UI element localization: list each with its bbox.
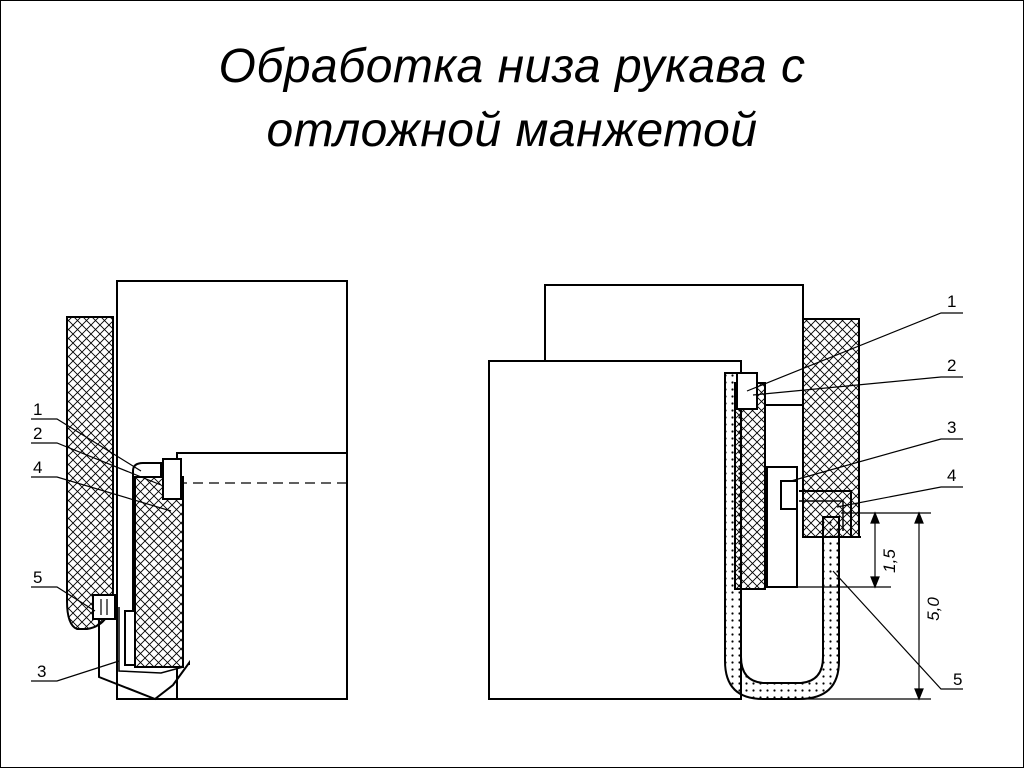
left-callout-4: 4 bbox=[33, 458, 42, 477]
left-callout-5: 5 bbox=[33, 568, 42, 587]
right-cuff-diagram bbox=[488, 284, 861, 700]
left-callout-1: 1 bbox=[33, 400, 42, 419]
left-cuff-rect bbox=[176, 452, 348, 700]
right-seam-block-small bbox=[780, 480, 798, 510]
slide-title-line-2: отложной манжетой bbox=[266, 104, 758, 157]
right-seam-fold bbox=[799, 490, 861, 538]
left-callout-labels: 1 2 4 5 3 bbox=[33, 400, 46, 681]
right-callout-4: 4 bbox=[947, 466, 956, 485]
left-seam-block-5 bbox=[92, 594, 116, 620]
slide-title-line-1: Обработка низа рукава с bbox=[218, 40, 806, 93]
right-dimensions bbox=[781, 511, 931, 701]
right-callout-5: 5 bbox=[953, 670, 962, 689]
left-callout-3: 3 bbox=[37, 662, 46, 681]
right-dimension-labels: 1,5 5,0 bbox=[880, 549, 943, 621]
left-cuff-diagram bbox=[66, 280, 348, 701]
left-seam-block-top bbox=[162, 458, 182, 500]
right-cuff-rect bbox=[488, 360, 742, 700]
right-leaders bbox=[746, 312, 963, 690]
left-callout-2: 2 bbox=[33, 424, 42, 443]
right-callout-2: 2 bbox=[947, 356, 956, 375]
right-callout-1: 1 bbox=[947, 292, 956, 311]
dimension-1-5: 1,5 bbox=[880, 549, 899, 573]
left-outer-interlining bbox=[66, 316, 114, 630]
dimension-5-0: 5,0 bbox=[924, 597, 943, 621]
left-leaders bbox=[31, 418, 172, 682]
left-bottom-facing-inner bbox=[118, 607, 184, 674]
right-callout-3: 3 bbox=[947, 418, 956, 437]
left-cuff-interlining bbox=[134, 476, 184, 668]
left-bottom-facing bbox=[98, 615, 190, 701]
right-callout-labels: 1 2 3 4 5 bbox=[947, 292, 962, 689]
